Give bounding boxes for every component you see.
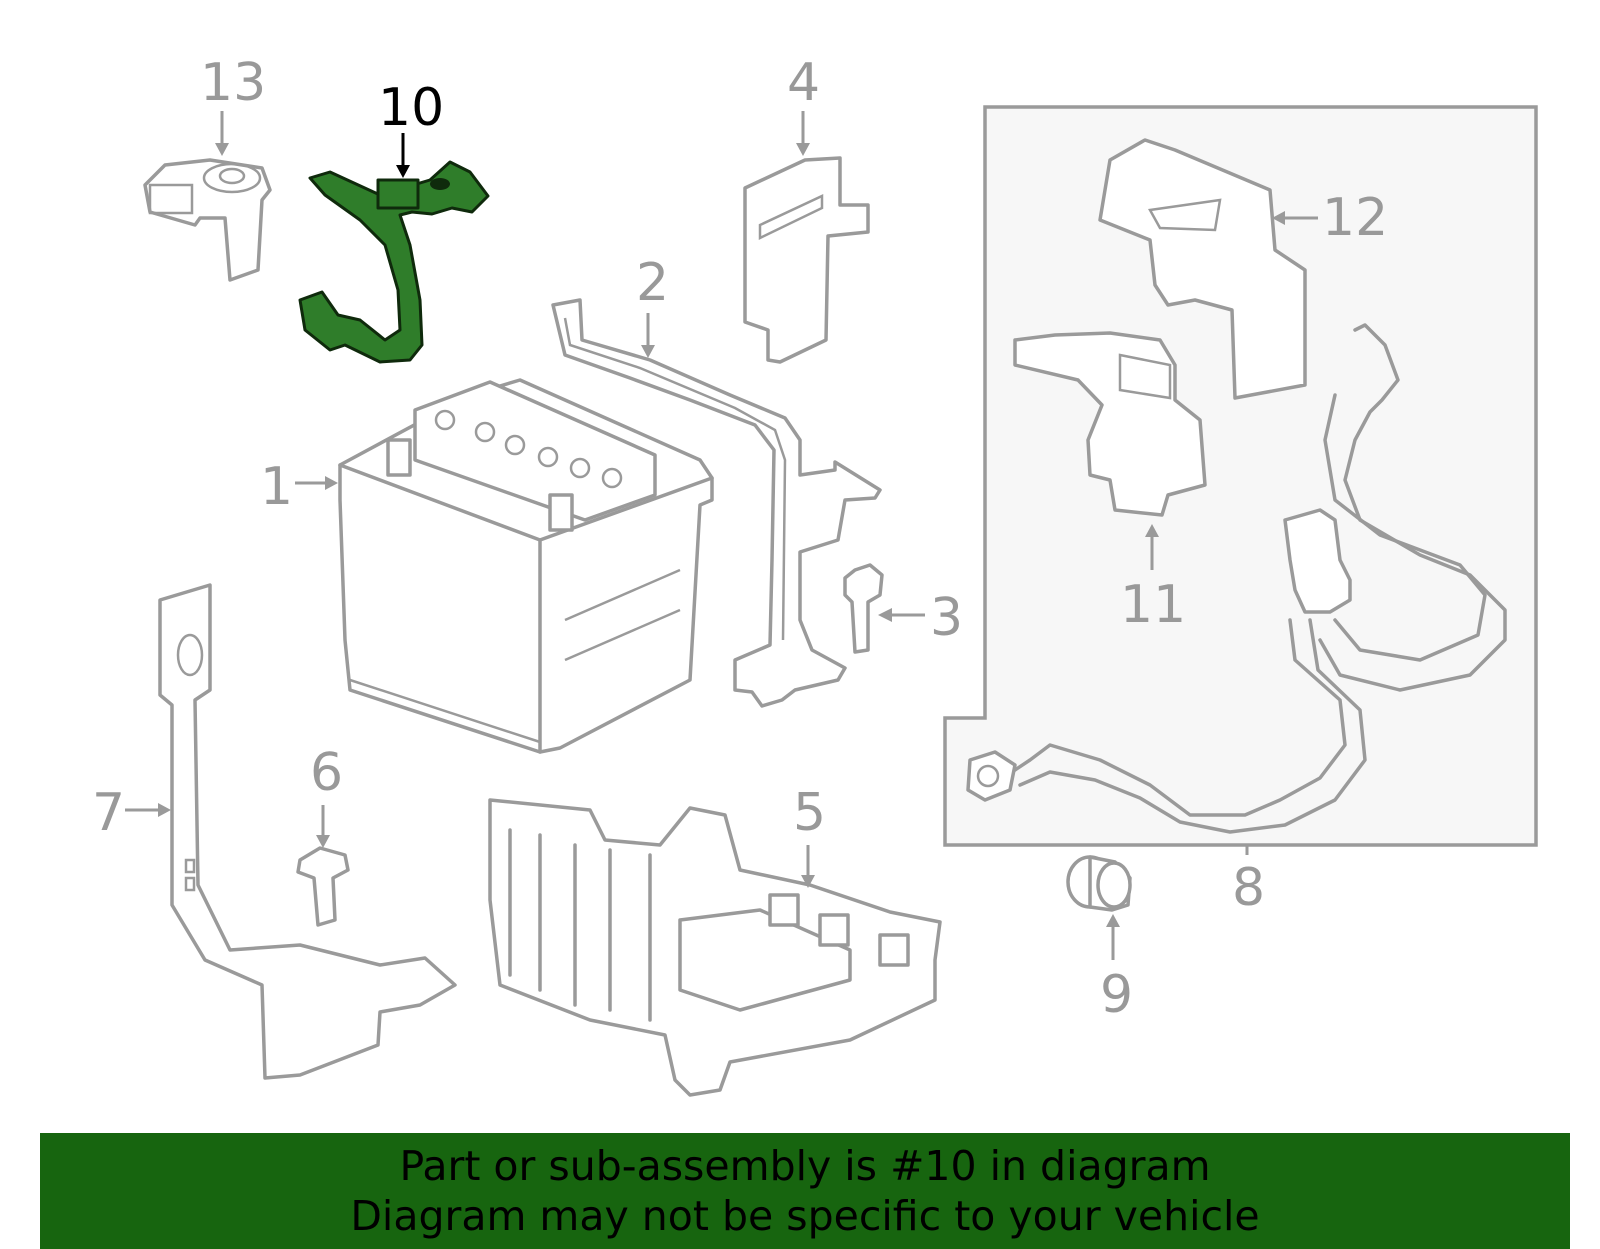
info-banner: Part or sub-assembly is #10 in diagram D… xyxy=(40,1133,1570,1249)
callout-12: 12 xyxy=(1322,188,1388,248)
part-6-bolt xyxy=(296,846,350,927)
part-10-cable xyxy=(298,160,490,364)
part-12-cover xyxy=(1098,138,1307,400)
part-8-cable xyxy=(966,323,1507,834)
part-2-rod xyxy=(551,298,882,708)
part-13-sensor xyxy=(143,158,272,282)
part-8-box xyxy=(943,105,1538,847)
part-11-fuse-block xyxy=(1013,331,1207,517)
callout-13: 13 xyxy=(200,53,266,113)
callout-6: 6 xyxy=(310,743,343,803)
part-3-bolt xyxy=(843,563,884,654)
part-9-cap xyxy=(1066,855,1132,912)
callout-7: 7 xyxy=(92,783,125,843)
callout-5: 5 xyxy=(793,783,826,843)
callout-2: 2 xyxy=(636,253,669,313)
leader-arrows xyxy=(125,111,1318,960)
part-7-strap xyxy=(158,583,457,1080)
part-5-tray xyxy=(488,798,942,1097)
callout-8: 8 xyxy=(1232,858,1265,918)
banner-line-2: Diagram may not be specific to your vehi… xyxy=(350,1192,1260,1240)
callout-1: 1 xyxy=(260,457,293,517)
callout-10: 10 xyxy=(378,78,444,138)
callout-9: 9 xyxy=(1100,965,1133,1025)
callout-3: 3 xyxy=(930,588,963,648)
part-1-battery xyxy=(338,378,714,754)
banner-line-1: Part or sub-assembly is #10 in diagram xyxy=(399,1142,1211,1190)
callout-11: 11 xyxy=(1120,575,1186,635)
part-4-bracket xyxy=(743,156,870,364)
callout-4: 4 xyxy=(787,53,820,113)
